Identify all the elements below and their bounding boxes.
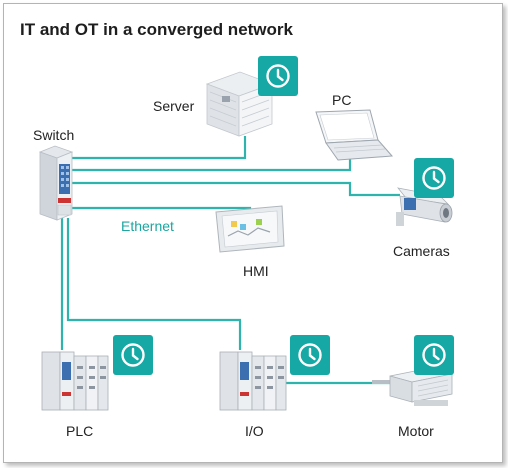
io-device [219, 351, 287, 411]
ethernet-label: Ethernet [121, 218, 174, 234]
link-switch-server [72, 136, 247, 160]
cameras-clock-badge [414, 158, 454, 198]
plc-device [41, 351, 109, 411]
hmi-device [215, 205, 285, 253]
clock-icon [422, 343, 446, 367]
clock-icon [266, 64, 290, 88]
plc-clock-badge [113, 335, 153, 375]
diagram-title: IT and OT in a converged network [20, 20, 293, 39]
plc-label: PLC [66, 423, 94, 439]
camera-device [396, 187, 453, 226]
link-switch-io [66, 218, 242, 350]
pc-label: PC [332, 92, 352, 108]
io-clock-badge [290, 335, 330, 375]
pc-device [315, 109, 394, 161]
clock-icon [298, 343, 322, 367]
switch-device [38, 145, 74, 221]
cameras-label: Cameras [393, 243, 450, 259]
link-switch-pc [72, 158, 352, 172]
switch-label: Switch [33, 127, 75, 143]
clock-icon [422, 166, 446, 190]
server-clock-badge [258, 56, 298, 96]
link-switch-cameras [72, 181, 400, 197]
clock-icon [121, 343, 145, 367]
motor-device [372, 367, 453, 406]
motor-label: Motor [398, 423, 434, 439]
motor-clock-badge [414, 335, 454, 375]
server-label: Server [153, 98, 195, 114]
hmi-label: HMI [243, 263, 269, 279]
io-label: I/O [245, 423, 264, 439]
